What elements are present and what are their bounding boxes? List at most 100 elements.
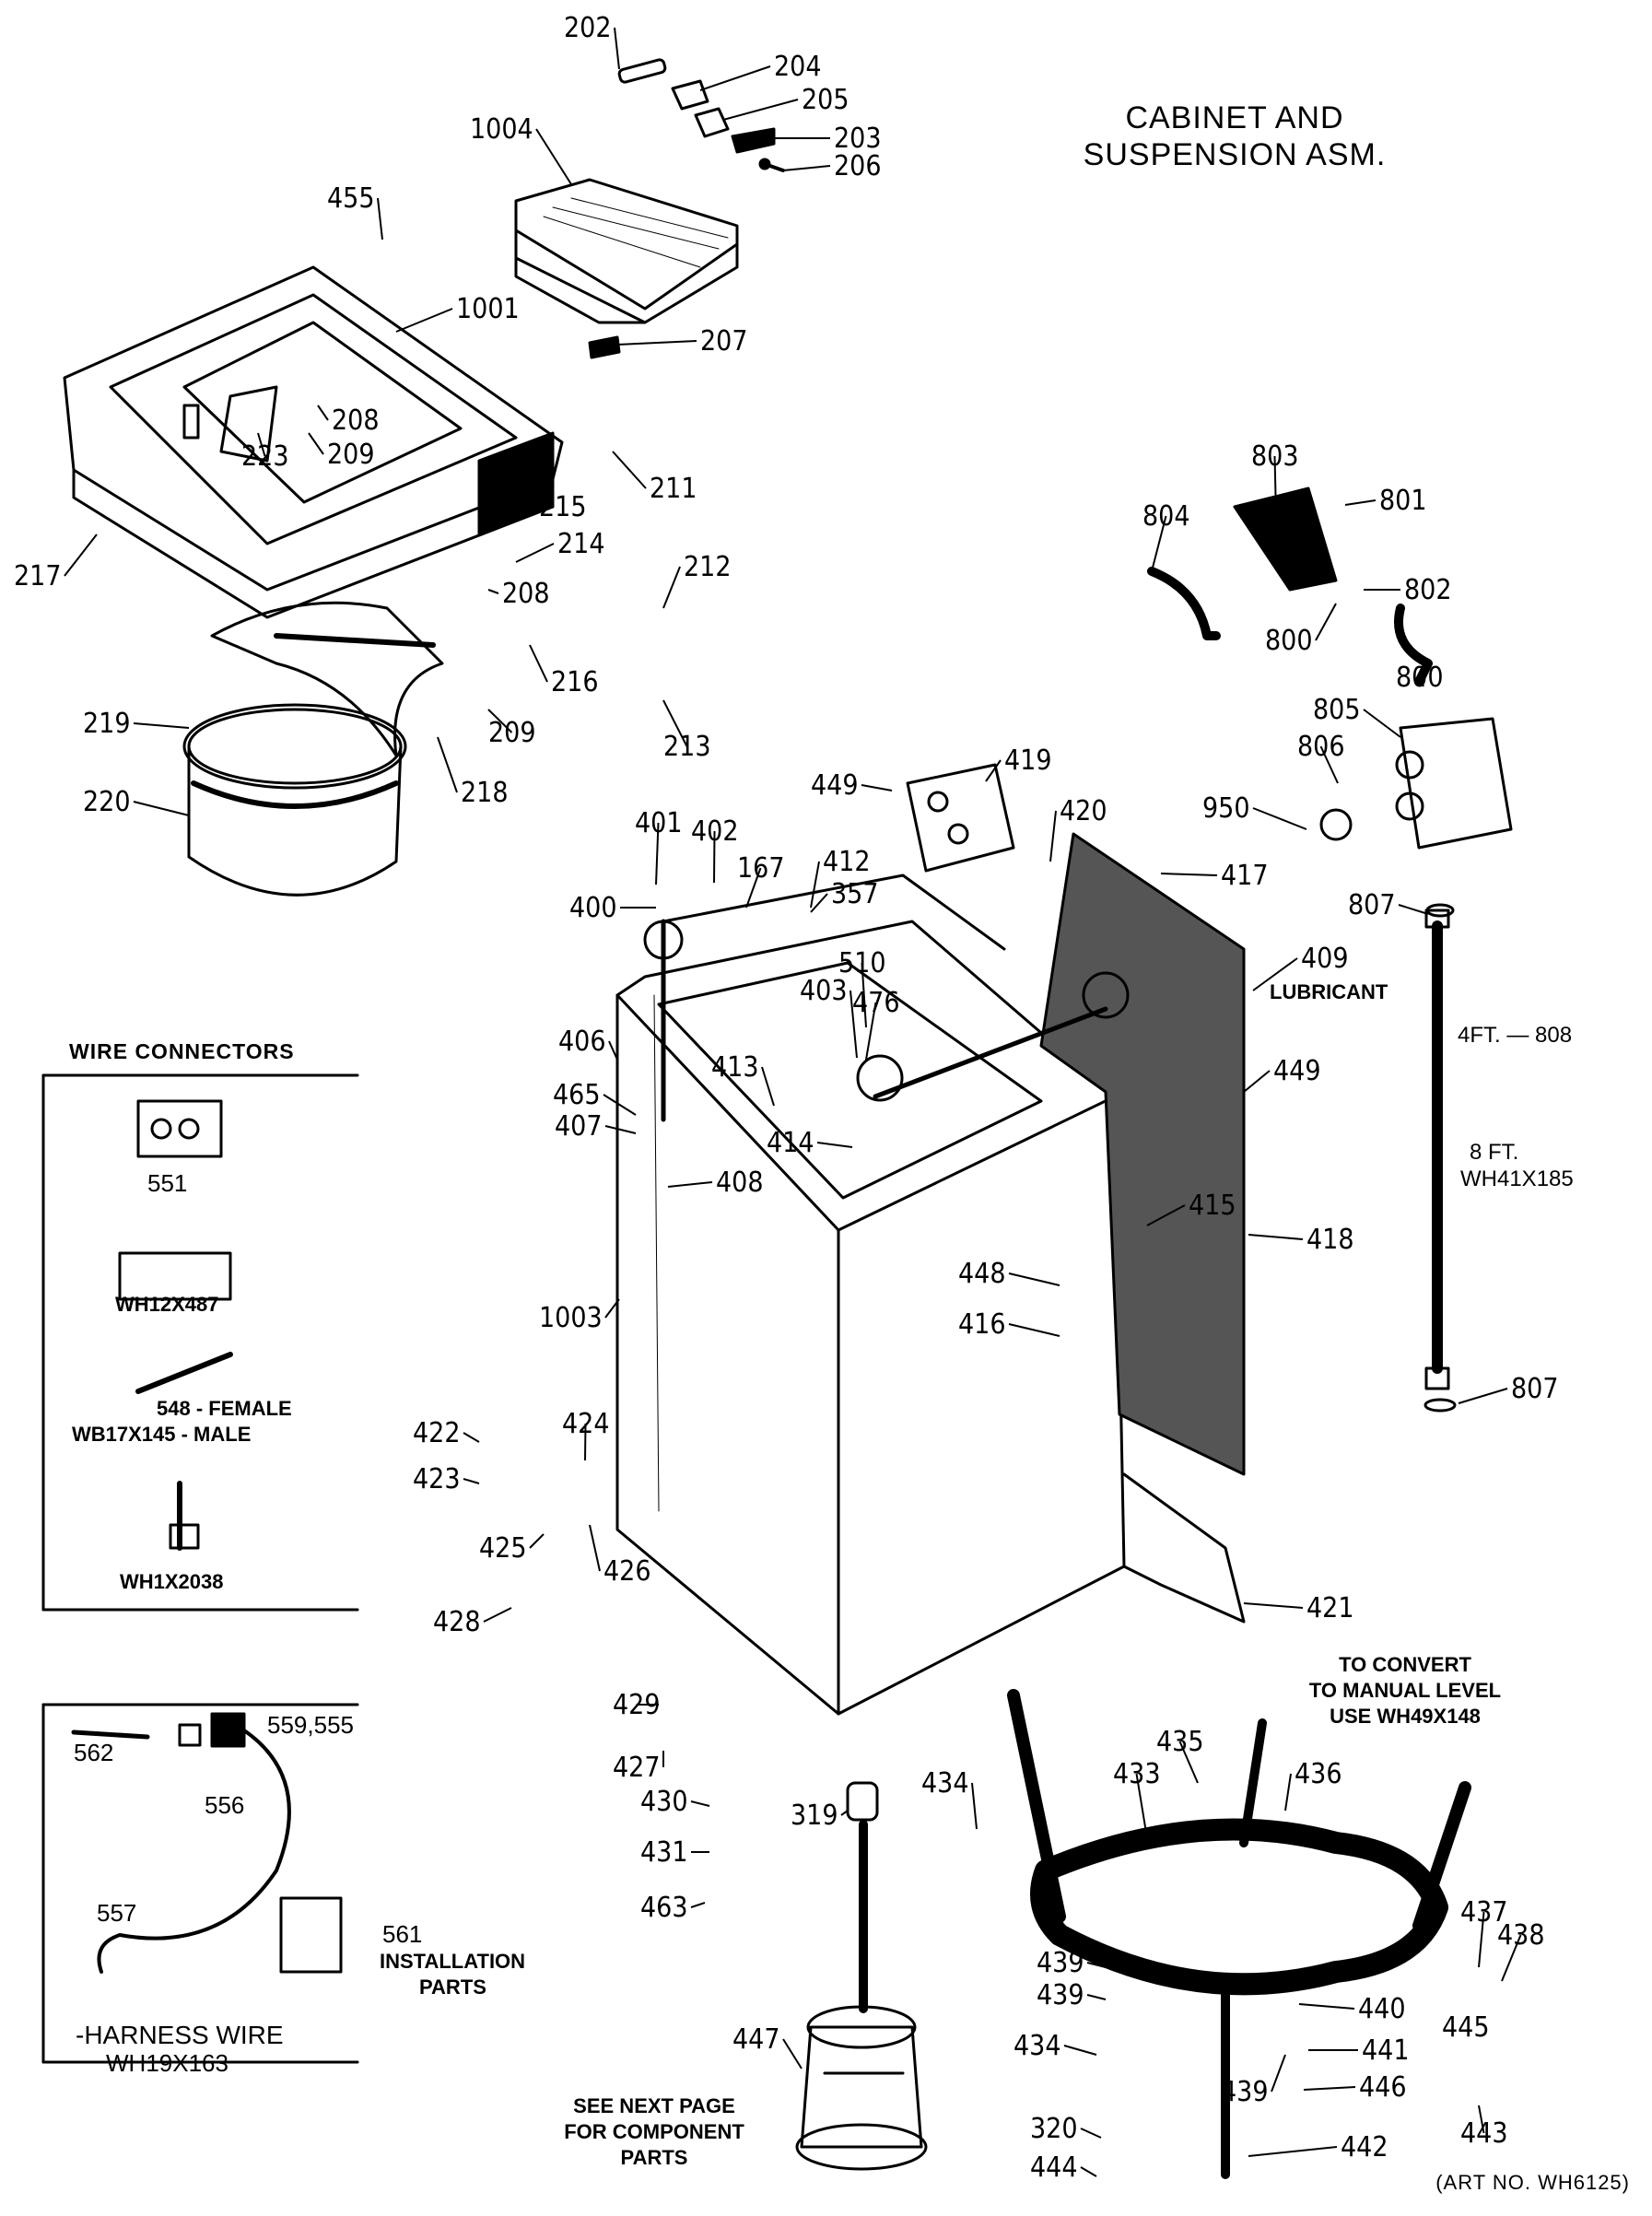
leader-line-422 (463, 1432, 480, 1443)
clip-207 (588, 335, 621, 359)
leader-line-167 (745, 867, 762, 909)
leader-line-208 (487, 589, 499, 594)
plate-419 (906, 763, 1015, 873)
leader-line-357 (810, 893, 828, 913)
top-panel-1001 (63, 265, 564, 619)
part-label-429: 429 (613, 1689, 661, 1721)
part-label-446: 446 (1359, 2071, 1407, 2104)
leader-line-403 (849, 990, 858, 1059)
harness-icons (71, 1712, 343, 1974)
leader-line-209 (308, 432, 324, 455)
part-label-950: 950 (1202, 792, 1250, 825)
note-hose-4ft: 4FT. — 808 (1458, 1023, 1573, 1048)
leader-line-446 (1303, 2086, 1356, 2091)
leader-line-215 (478, 506, 536, 526)
part-label-167: 167 (737, 852, 785, 885)
part-label-416: 416 (958, 1308, 1006, 1341)
part-label-320: 320 (1030, 2113, 1078, 2145)
part-label-437: 437 (1460, 1896, 1508, 1929)
part-label-430: 430 (640, 1786, 688, 1818)
part-label-806: 806 (1297, 731, 1345, 763)
note-hose-part: WH41X185 (1460, 1167, 1574, 1191)
leader-line-423 (463, 1478, 480, 1484)
part-label-439: 439 (1037, 1979, 1084, 2011)
leader-line-414 (816, 1142, 853, 1148)
leader-line-205 (722, 99, 799, 121)
part-label-440: 440 (1358, 1993, 1406, 2025)
part-label-1001: 1001 (456, 293, 520, 325)
leader-line-419 (985, 759, 1002, 782)
note-hose-8ft: 8 FT. (1470, 1140, 1519, 1165)
hose-802 (1394, 604, 1433, 686)
leader-line-220 (133, 801, 190, 816)
part-label-803: 803 (1251, 440, 1299, 473)
leader-line-448 (1008, 1272, 1060, 1286)
leader-line-216 (529, 644, 548, 683)
leader-line-1004 (535, 128, 572, 185)
leader-line-412 (810, 861, 820, 909)
part-label-447: 447 (732, 2023, 780, 2056)
part-label-424: 424 (562, 1408, 610, 1440)
connector-label-wh12x487: WH12X487 (115, 1293, 219, 1316)
note-see-next-line-2: FOR COMPONENT (564, 2120, 744, 2143)
note-see-next-page: SEE NEXT PAGE FOR COMPONENT PARTS (544, 2093, 765, 2171)
leader-line-417 (1160, 873, 1218, 876)
suspension-rods (643, 919, 1130, 1122)
leader-line-437 (1478, 1911, 1485, 1968)
part-label-408: 408 (716, 1167, 764, 1199)
part-label-407: 407 (555, 1110, 603, 1143)
part-label-420: 420 (1060, 795, 1107, 827)
part-label-434: 434 (1013, 2030, 1061, 2062)
part-label-422: 422 (413, 1417, 461, 1449)
leader-line-463 (690, 1902, 706, 1908)
part-label-220: 220 (83, 786, 131, 818)
bracket-803 (1233, 487, 1338, 592)
part-label-417: 417 (1221, 860, 1269, 892)
leader-line-428 (483, 1607, 512, 1623)
part-label-205: 205 (802, 84, 849, 116)
lid-1004 (514, 178, 739, 324)
part-label-448: 448 (958, 1258, 1006, 1290)
part-label-216: 216 (551, 666, 599, 698)
part-label-218: 218 (461, 777, 509, 809)
title-line-1: CABINET AND (1125, 100, 1344, 135)
leader-line-209 (487, 709, 513, 733)
part-label-357: 357 (831, 878, 879, 910)
leader-line-202 (614, 27, 620, 70)
leader-line-206 (782, 165, 831, 171)
note-lubricant: LUBRICANT (1270, 980, 1388, 1003)
leader-line-455 (377, 197, 383, 240)
hose-804 (1147, 567, 1221, 640)
leader-line-465 (603, 1094, 637, 1116)
part-label-219: 219 (83, 708, 131, 740)
leader-line-409 (1252, 957, 1298, 991)
leader-line-800 (1418, 676, 1424, 687)
leader-line-207 (616, 340, 697, 346)
part-label-436: 436 (1295, 1758, 1342, 1790)
harness-label-installation: INSTALLATION (380, 1950, 526, 1973)
part-label-800: 800 (1396, 662, 1444, 694)
leader-line-217 (64, 533, 98, 577)
leader-line-439 (1086, 1994, 1107, 2000)
leader-line-447 (782, 2038, 803, 2069)
part-label-435: 435 (1156, 1726, 1204, 1758)
part-label-807: 807 (1511, 1373, 1559, 1405)
part-label-1004: 1004 (470, 113, 533, 146)
title-line-2: SUSPENSION ASM. (1083, 137, 1387, 172)
note-see-next-line-1: SEE NEXT PAGE (573, 2094, 735, 2117)
part-label-449: 449 (1273, 1055, 1321, 1087)
leader-line-320 (1080, 2128, 1102, 2139)
leader-line-442 (1248, 2146, 1338, 2157)
leader-line-1003 (604, 1298, 620, 1319)
part-label-208: 208 (502, 578, 550, 610)
part-label-455: 455 (327, 182, 375, 215)
part-label-425: 425 (479, 1532, 527, 1565)
part-label-215: 215 (539, 491, 587, 523)
part-label-212: 212 (684, 551, 732, 583)
part-label-463: 463 (640, 1892, 688, 1924)
note-convert-line-2: TO MANUAL LEVEL (1308, 1679, 1502, 1702)
leader-line-440 (1298, 2003, 1355, 2010)
part-label-442: 442 (1341, 2131, 1388, 2163)
part-label-204: 204 (774, 51, 822, 83)
